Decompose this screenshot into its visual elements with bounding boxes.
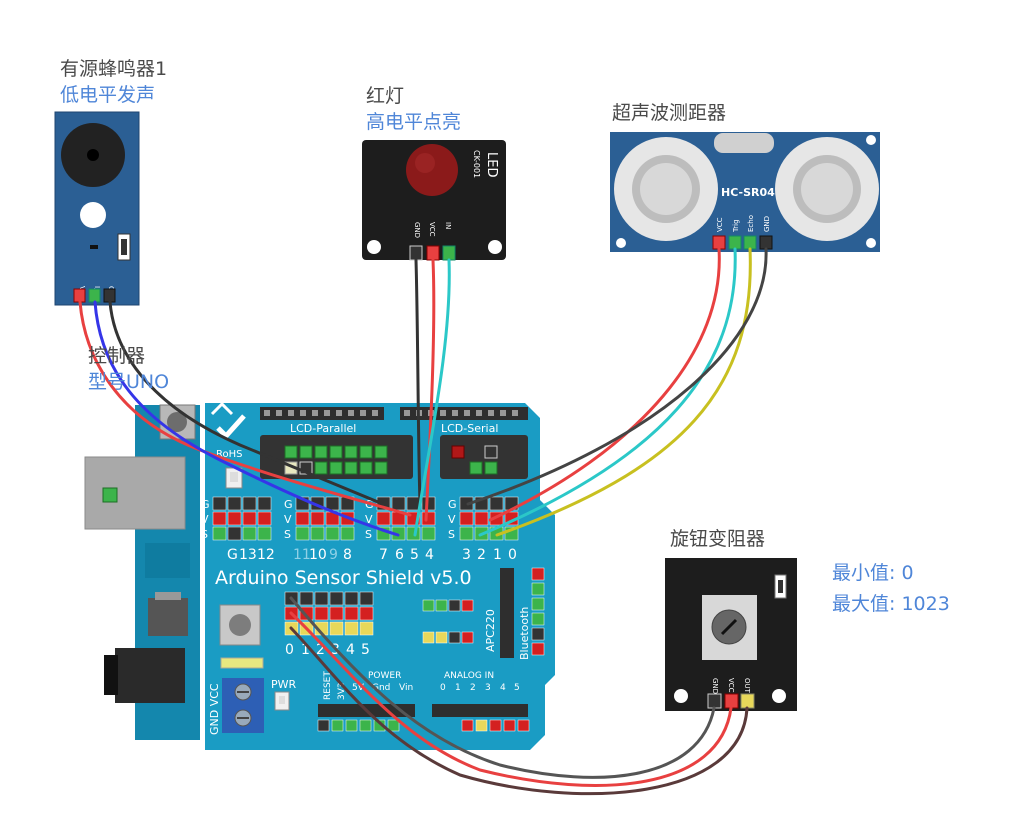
pot-title: 旋钮变阻器 — [670, 528, 766, 550]
wire-led-in — [413, 258, 451, 537]
analog-hdr-0: 0 — [440, 683, 446, 693]
buzzer-title: 有源蜂鸣器1 — [60, 58, 168, 80]
pin-label-6: 6 — [395, 547, 404, 563]
gvs-s-2: S — [284, 528, 291, 541]
pin-label-11: 11 — [293, 547, 311, 563]
gvs-g-1: G — [201, 498, 210, 511]
gvs-g-4: G — [448, 498, 457, 511]
analog-hdr-4: 4 — [500, 683, 506, 693]
5v-pin-label: 5V — [352, 683, 365, 693]
gnd-pin-label: Gnd — [372, 683, 390, 693]
gvs-s-3: S — [365, 528, 372, 541]
shield-name: Arduino Sensor Shield v5.0 — [215, 567, 472, 589]
analog-hdr-1: 1 — [455, 683, 461, 693]
analog-hdr-3: 3 — [485, 683, 491, 693]
gvs-v-2: V — [284, 513, 292, 526]
led-model: CK-001 — [472, 150, 481, 178]
pin-label-3: 3 — [462, 547, 471, 563]
vin-pin-label: Vin — [399, 683, 413, 693]
gvs-g-2: G — [284, 498, 293, 511]
wire-pot-vcc — [289, 611, 733, 787]
bluetooth-label: Bluetooth — [518, 607, 531, 660]
reset-pin-label: RESET — [323, 671, 333, 700]
led-pin-in: IN — [444, 222, 452, 229]
controller-title: 控制器 — [88, 345, 146, 367]
analog-label-2: 2 — [316, 642, 325, 658]
pin-label-12: 12 — [257, 547, 275, 563]
led-board-text: LED — [484, 152, 499, 177]
pin-label-4: 4 — [425, 547, 434, 563]
led-title: 红灯 — [366, 85, 405, 107]
wire-buzzer-gnd — [108, 300, 385, 506]
wire-us-echo — [495, 247, 752, 537]
analog-label-1: 1 — [301, 642, 310, 658]
power-header-label: POWER — [368, 671, 401, 681]
gvs-v-3: V — [365, 513, 373, 526]
led-subtitle: 高电平点亮 — [366, 111, 462, 133]
ultrasonic-title: 超声波测距器 — [612, 102, 727, 124]
power-terminal-label: GND VCC — [208, 683, 221, 735]
buzzer-module[interactable]: VCC I/O GND — [54, 111, 140, 306]
wire-us-vcc — [488, 247, 721, 522]
pot-pin-vcc: VCC — [727, 678, 735, 693]
wire-us-trig — [478, 247, 737, 537]
pin-label-g: G — [227, 547, 238, 563]
analog-label-4: 4 — [346, 642, 355, 658]
us-pin-echo: Echo — [747, 215, 755, 232]
arduino-board[interactable]: G V S G V S G V S G V S G 13 12 11 10 9 … — [84, 401, 555, 750]
pin-label-1: 1 — [493, 547, 502, 563]
led-pin-gnd: GND — [413, 222, 421, 238]
gvs-s-4: S — [448, 528, 455, 541]
analog-hdr-5: 5 — [514, 683, 520, 693]
pin-label-2: 2 — [477, 547, 486, 563]
led-pin-vcc: VCC — [428, 222, 436, 237]
pin-label-13: 13 — [239, 547, 257, 563]
wire-pot-gnd — [289, 596, 716, 779]
gvs-s-1: S — [201, 528, 208, 541]
pin-label-0: 0 — [508, 547, 517, 563]
buzzer-subtitle: 低电平发声 — [60, 84, 156, 106]
3v3-pin-label: 3V3 — [337, 682, 347, 700]
analog-hdr-2: 2 — [470, 683, 476, 693]
lcd-parallel-label: LCD-Parallel — [290, 422, 356, 435]
wire-led-gnd — [414, 258, 422, 506]
lcd-serial-label: LCD-Serial — [441, 422, 498, 435]
pin-label-8: 8 — [343, 547, 352, 563]
apc220-label: APC220 — [484, 609, 497, 652]
wire-led-vcc — [424, 258, 436, 522]
pot-pin-gnd: GND — [711, 678, 719, 694]
analog-label-0: 0 — [285, 642, 294, 658]
wire-buzzer-io — [93, 300, 400, 537]
led-module[interactable]: LED CK-001 GND VCC IN — [362, 140, 506, 261]
potentiometer-module[interactable]: GND VCC OUT — [665, 558, 797, 711]
analog-label-5: 5 — [361, 642, 370, 658]
us-pin-trig: Trig — [732, 219, 740, 233]
us-pin-gnd: GND — [763, 216, 771, 232]
pot-min-label: 最小值: 0 — [832, 562, 914, 584]
wires — [78, 247, 768, 796]
ultrasonic-module[interactable]: HC-SR04 VCC Trig Echo GND — [610, 132, 880, 252]
pin-label-5: 5 — [410, 547, 419, 563]
pin-label-9: 9 — [329, 547, 338, 563]
us-pin-vcc: VCC — [716, 217, 724, 232]
pin-label-10: 10 — [309, 547, 327, 563]
controller-subtitle: 型号UNO — [88, 371, 170, 393]
pot-pin-out: OUT — [743, 678, 751, 694]
rohs-label: RoHS — [216, 449, 242, 460]
analog-in-label: ANALOG IN — [444, 671, 494, 681]
ultrasonic-model: HC-SR04 — [721, 186, 775, 199]
gvs-v-4: V — [448, 513, 456, 526]
pot-max-label: 最大值: 1023 — [832, 593, 950, 615]
pin-label-7: 7 — [379, 547, 388, 563]
gvs-v-1: V — [201, 513, 209, 526]
pwr-label: PWR — [271, 678, 297, 691]
wire-us-gnd — [466, 247, 768, 506]
wire-pot-out — [289, 626, 749, 796]
